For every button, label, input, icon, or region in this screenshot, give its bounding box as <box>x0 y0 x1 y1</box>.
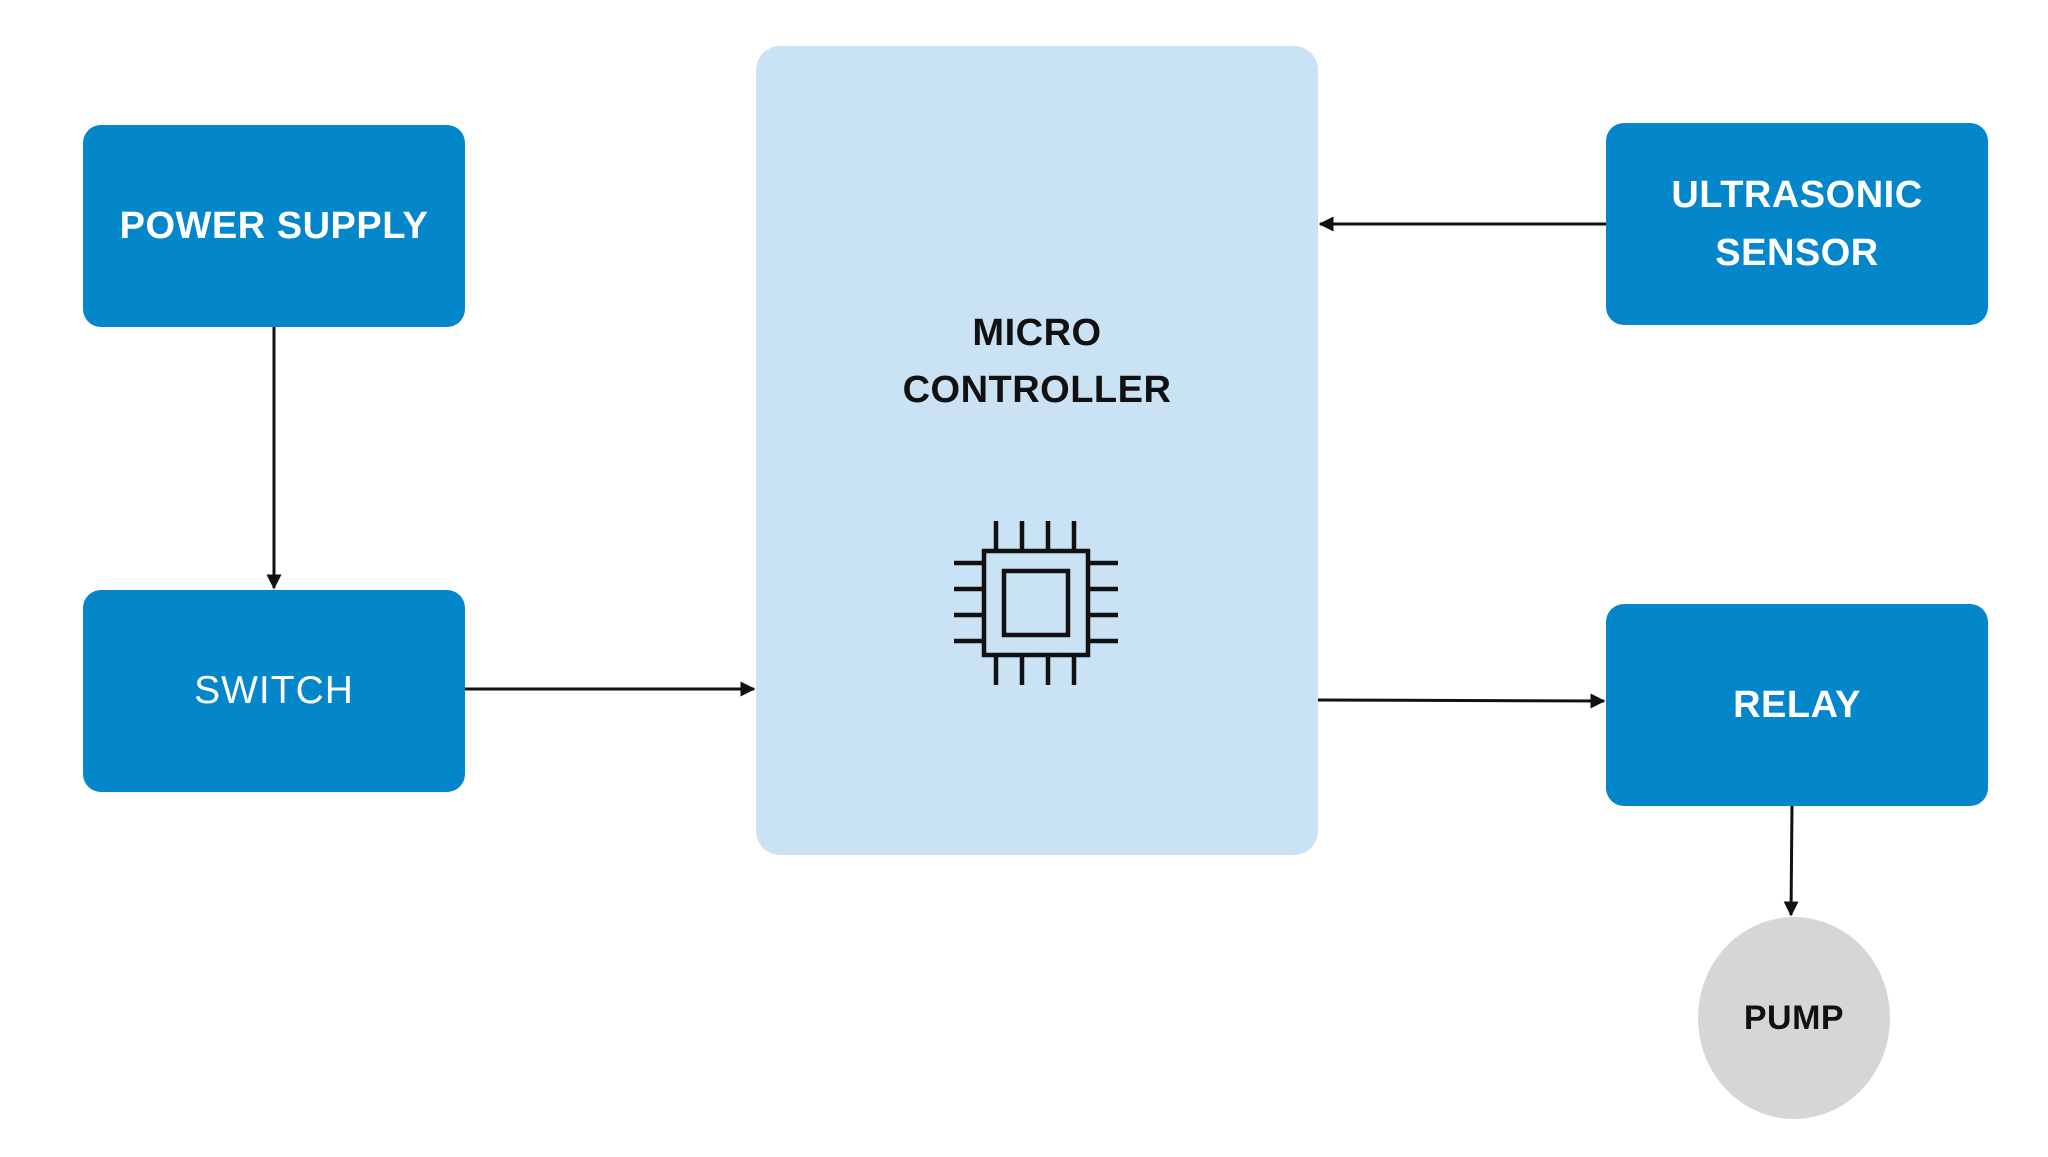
micro-controller-label: MICRO CONTROLLER <box>902 312 1172 411</box>
switch-block: SWITCH <box>83 590 465 792</box>
relay-block: RELAY <box>1606 604 1988 806</box>
power-supply-block: POWER SUPPLY <box>83 125 465 327</box>
micro-controller-panel <box>756 46 1318 855</box>
ultrasonic-sensor-label: ULTRASONIC SENSOR <box>1671 174 1923 274</box>
power-supply-label: POWER SUPPLY <box>119 205 429 247</box>
ultrasonic-sensor-block: ULTRASONIC SENSOR <box>1606 123 1988 325</box>
pump-label: PUMP <box>1743 998 1845 1037</box>
microchip-icon <box>954 521 1118 685</box>
switch-label: SWITCH <box>194 669 354 712</box>
relay-label: RELAY <box>1733 684 1861 726</box>
arrow-micro-controller-to-relay <box>1317 693 1606 709</box>
arrow-relay-to-pump <box>1783 805 1799 917</box>
pump-node: PUMP <box>1698 917 1890 1119</box>
